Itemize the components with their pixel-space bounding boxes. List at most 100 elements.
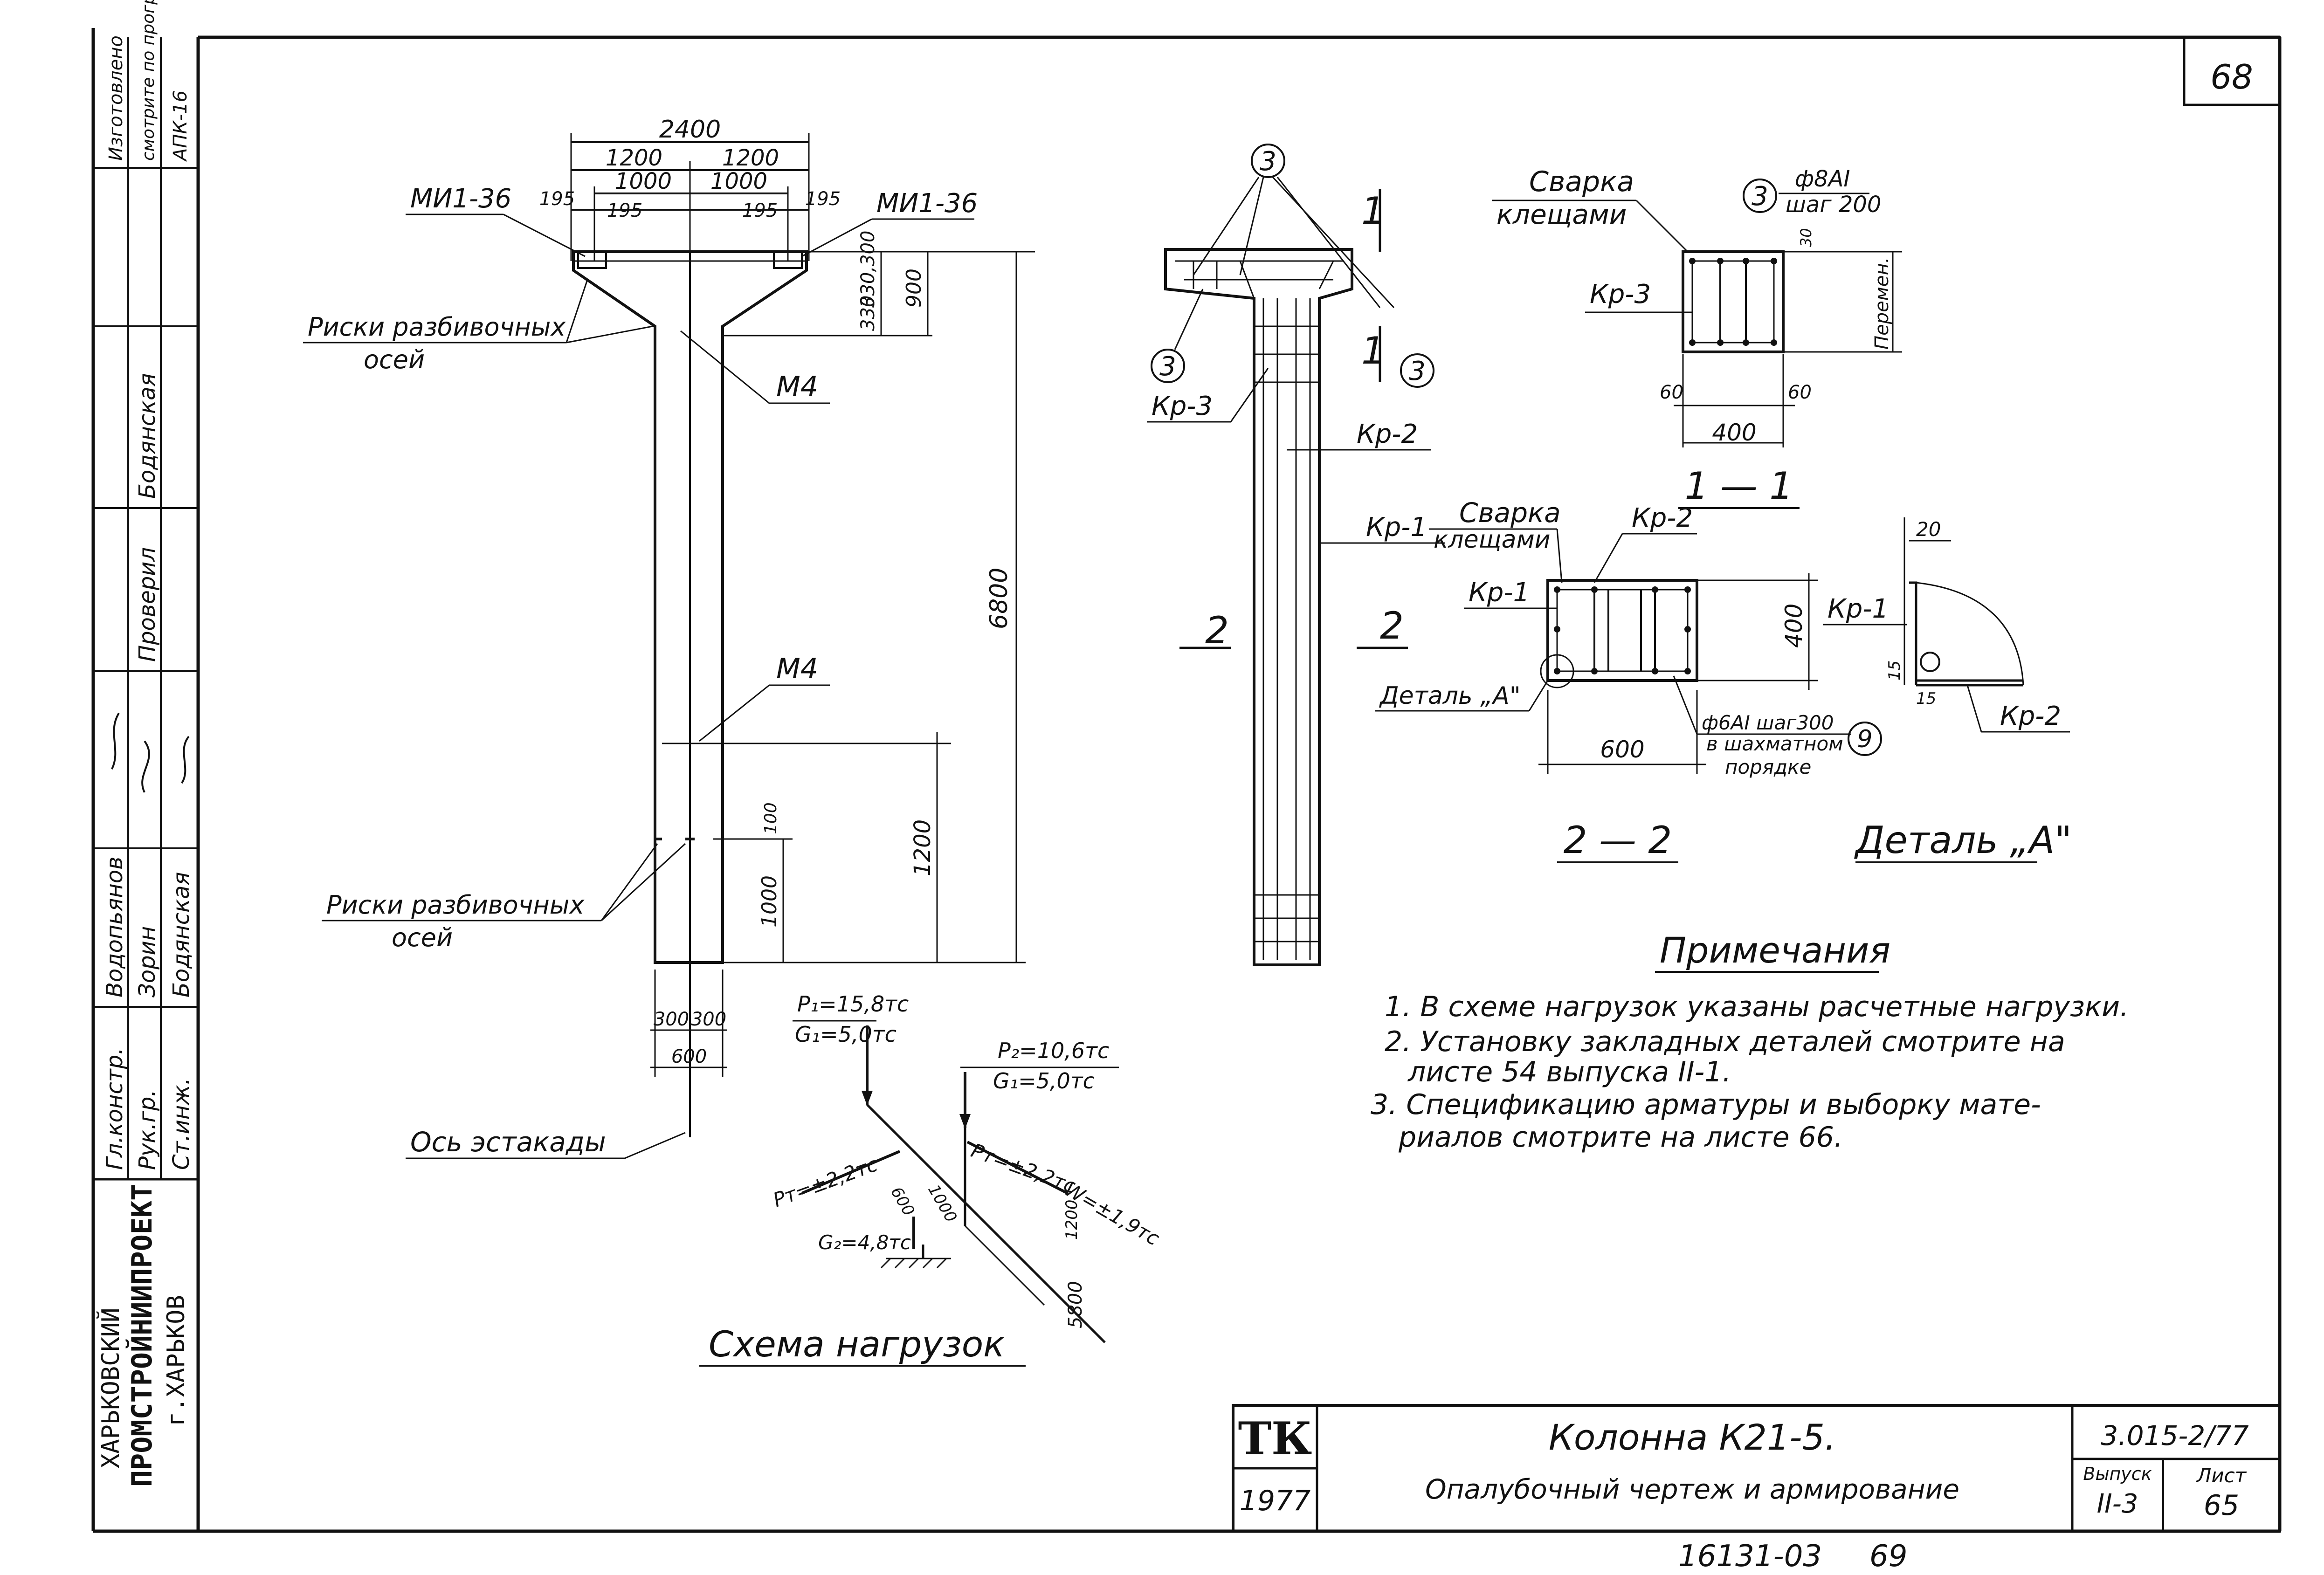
section-2-right: 2 [1380, 604, 1404, 647]
da-kp2: Кр-2 [2000, 701, 2061, 731]
s22-dim-400: 400 [1780, 604, 1807, 648]
risk-top-line2: осей [364, 345, 425, 374]
s11-weld-line2: клещами [1496, 199, 1627, 230]
stamp-checked-label: Проверил [134, 547, 160, 662]
risk-bot-line1: Риски разбивочных [326, 890, 585, 920]
dim-1000-shaft: 1000 [758, 875, 781, 928]
dim-1200-shaft: 1200 [910, 819, 936, 876]
note-2: 2. Установку закладных деталей смотрите … [1385, 1025, 2065, 1058]
page-number: 68 [2210, 57, 2253, 96]
note-1: 1. В схеме нагрузок указаны расчетные на… [1385, 990, 2129, 1023]
s11-dim-60-right: 60 [1788, 382, 1812, 403]
note-3: 3. Спецификацию арматуры и выборку мате- [1371, 1088, 2041, 1121]
load-g1b: G₁=5,0тс [993, 1068, 1095, 1094]
dim-330: 330 [857, 296, 879, 331]
risk-top-line1: Риски разбивочных [308, 312, 566, 342]
load-p2: P₂=10,6тс [998, 1038, 1109, 1063]
tb-sheet-label: Лист [2196, 1464, 2247, 1487]
section-1-bottom: 1 [1361, 329, 1385, 372]
archive-number: 16131-03 [1678, 1539, 1822, 1574]
s22-bar-line1: ф6АI шаг300 [1702, 711, 1834, 734]
load-dim-600: 600 [887, 1184, 918, 1219]
s11-label: 1 — 1 [1685, 464, 1793, 508]
stamp-role-1: Гл.констр. [102, 1048, 128, 1170]
stamp-org-line3: г.ХАРЬКОВ [162, 1295, 190, 1426]
s22-callout: 9 [1857, 725, 1872, 753]
dim-1000-left: 1000 [615, 168, 672, 194]
section-1-top: 1 [1361, 189, 1385, 233]
da-label: Деталь „А" [1854, 818, 2072, 862]
tb-year: 1977 [1240, 1485, 1311, 1517]
kp2-label: Кр-2 [1357, 419, 1418, 449]
formwork-elevation: 2400 1200 1200 1000 1000 195 195 195 195… [303, 116, 1035, 1159]
dim-195-d: 195 [805, 188, 841, 210]
dim-330-300: 330,300 [857, 231, 879, 308]
load-dim-5800: 5800 [1065, 1281, 1086, 1328]
side-stamp: ХАРЬКОВСКИЙ ПРОМСТРОЙНИИПРОЕКТ г.ХАРЬКОВ… [93, 0, 198, 1487]
s11-variable: Перемен. [1871, 257, 1893, 350]
dim-900: 900 [902, 268, 926, 308]
s22-weld-line2: клещами [1434, 526, 1551, 554]
s22-kp2: Кр-2 [1632, 503, 1693, 533]
stamp-org-line1: ХАРЬКОВСКИЙ [97, 1308, 125, 1468]
tb-issue-label: Выпуск [2083, 1464, 2152, 1484]
stamp-note-line1: Изготовлено [105, 35, 127, 161]
signature-mark [111, 712, 190, 793]
s22-bar-line2: в шахматном [1706, 732, 1843, 755]
load-dim-1000: 1000 [924, 1182, 960, 1226]
dim-100: 100 [761, 802, 780, 834]
stamp-name-3: Бодянская [168, 872, 194, 997]
s22-label: 2 — 2 [1564, 818, 1672, 862]
s11-weld-line1: Сварка [1529, 165, 1634, 198]
da-dim-15-a: 15 [1885, 660, 1904, 681]
s11-kp3: Кр-3 [1590, 279, 1651, 309]
dim-1200-left: 1200 [606, 145, 662, 171]
tb-title-line1: Колонна К21-5. [1549, 1417, 1836, 1458]
da-dim-20: 20 [1916, 518, 1941, 541]
title-block: ТК 1977 Колонна К21-5. Опалубочный черте… [1232, 1404, 2281, 1533]
s22-dim-600: 600 [1600, 736, 1644, 763]
s22-kp1: Кр-1 [1469, 578, 1530, 608]
m4-mid-label: М4 [776, 653, 818, 685]
dim-1200-right: 1200 [722, 145, 779, 171]
s11-dim-60-left: 60 [1660, 382, 1683, 403]
note-2b: листе 54 выпуска II-1. [1407, 1056, 1731, 1088]
load-scheme-heading: Схема нагрузок [709, 1323, 1005, 1365]
dim-1000-right: 1000 [710, 168, 767, 194]
section-1-1: Сварка клещами 3 ф8АI шаг 200 30 Перемен… [1492, 165, 1902, 509]
m4-top-label: М4 [776, 371, 818, 403]
notes-heading: Примечания [1660, 929, 1890, 971]
dim-600: 600 [671, 1046, 707, 1067]
section-2-2: Сварка клещами Кр-2 Кр-1 400 Деталь „А" … [1375, 497, 1882, 863]
dim-6800: 6800 [985, 568, 1013, 629]
dim-195-c: 195 [742, 200, 778, 221]
load-scheme: P₁=15,8тс G₁=5,0тс P₂=10,6тс G₁=5,0тс Pт… [699, 991, 1163, 1367]
s11-dim-30: 30 [1797, 228, 1815, 247]
axis-label: Ось эстакады [410, 1126, 606, 1158]
stamp-role-2: Рук.гр. [134, 1089, 160, 1170]
tb-sheet-value: 65 [2204, 1489, 2239, 1522]
kp1-label: Кр-1 [1366, 512, 1427, 543]
stamp-note-line3: АПК-16 [170, 90, 191, 162]
s22-detail-ref: Деталь „А" [1379, 682, 1521, 710]
dim-195-b: 195 [607, 200, 642, 221]
stamp-name-1: Водопьянов [102, 857, 128, 997]
note-3b: риалов смотрите на листе 66. [1398, 1121, 1843, 1154]
section-2-left: 2 [1205, 609, 1229, 652]
embed-mi-left: МИ1-36 [410, 184, 511, 214]
callout-3-right: 3 [1409, 356, 1426, 386]
dim-300-left: 300 [654, 1009, 689, 1030]
stamp-note-line2: смотрите по программе [139, 0, 158, 161]
da-kp1: Кр-1 [1827, 594, 1889, 624]
dim-195-a: 195 [539, 188, 575, 210]
stamp-checked-name: Бодянская [134, 373, 160, 499]
archive-page: 69 [1869, 1539, 1907, 1574]
s22-bar-line3: порядке [1725, 756, 1811, 778]
tb-issue-value: II-3 [2097, 1489, 2138, 1519]
s22-weld-line1: Сварка [1459, 497, 1561, 529]
load-p1: P₁=15,8тс [797, 991, 909, 1017]
s11-bar-line2: шаг 200 [1786, 192, 1881, 218]
detail-a: 20 Кр-1 15 15 Кр-2 Деталь „А" [1823, 517, 2072, 863]
sheet-frame: 68 [91, 28, 2282, 1533]
